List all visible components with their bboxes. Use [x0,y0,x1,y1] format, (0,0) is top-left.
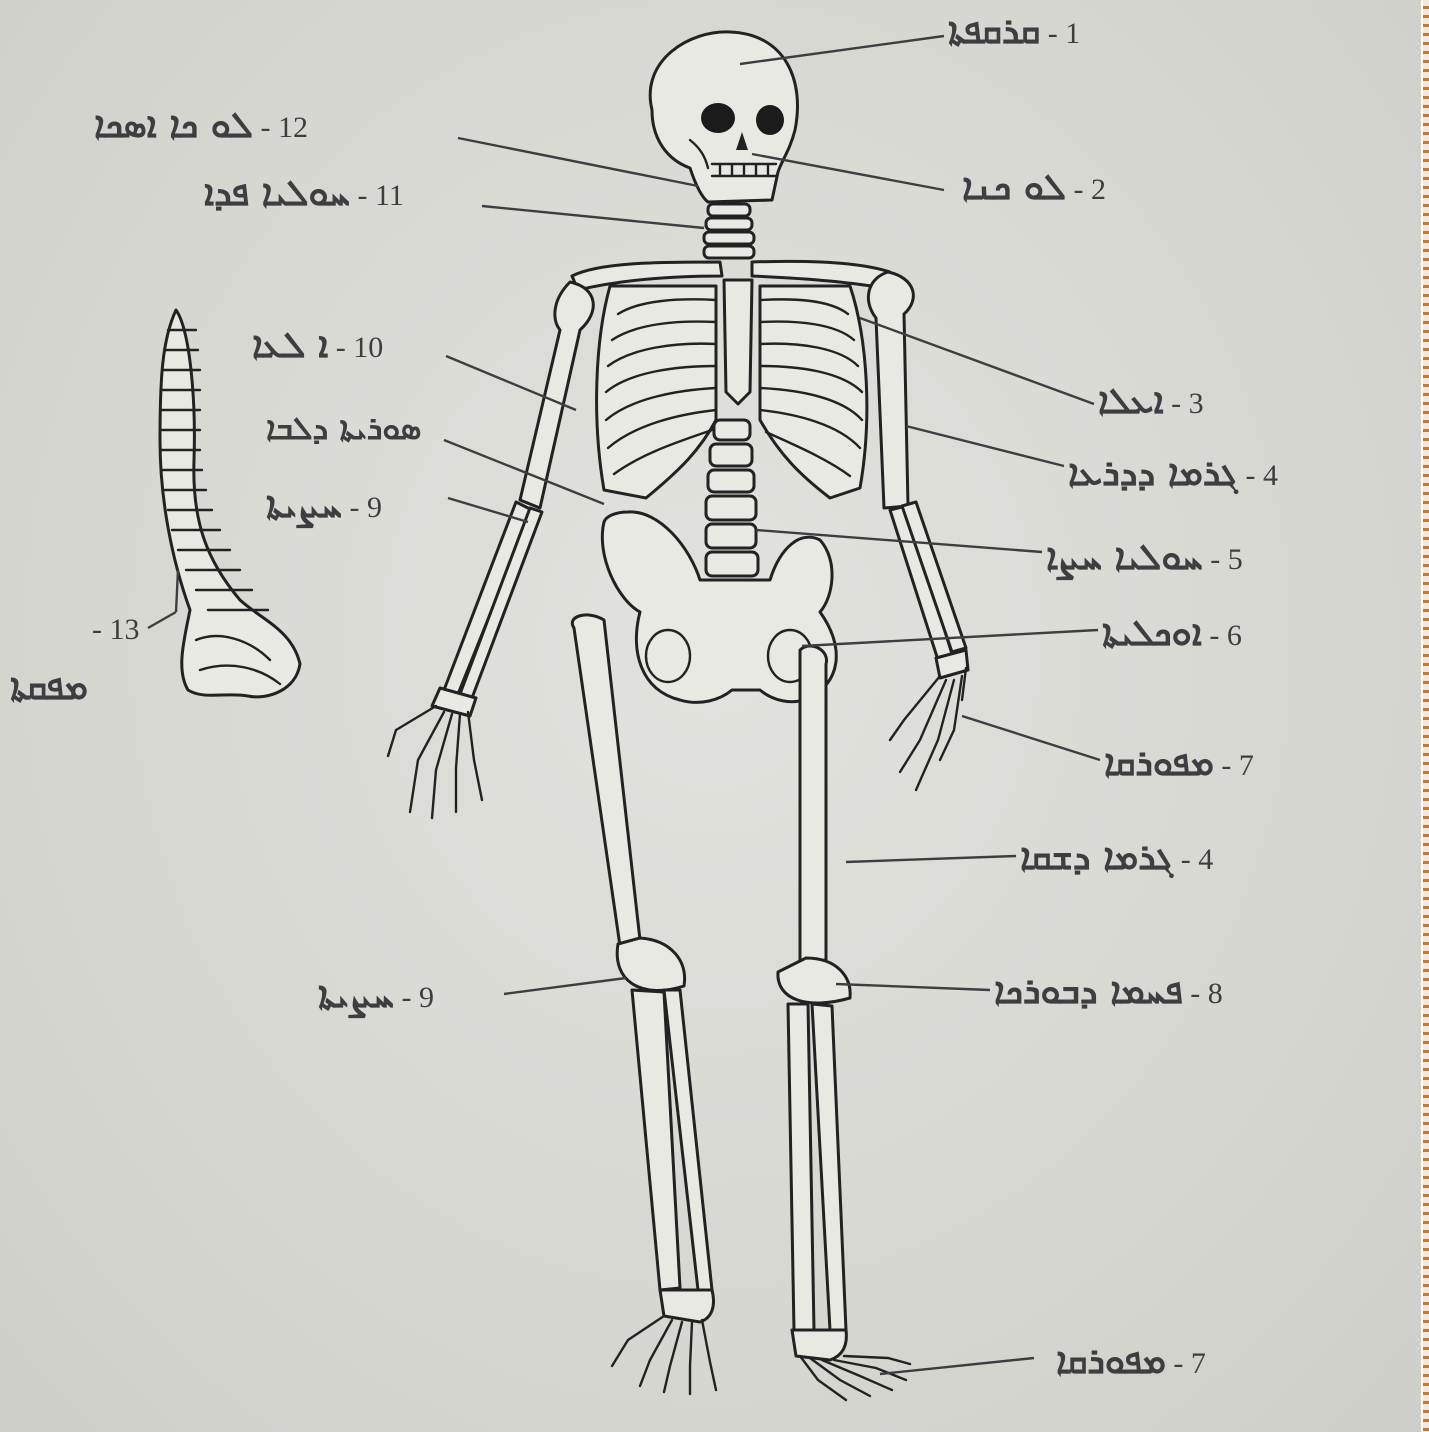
label-9-knee-joint: 9 - ܚܨܝܬܐ [318,978,434,1016]
label-6-pelvis: 6 - ܐܘܟܠܝܬܐ [1102,616,1242,654]
label-12-collarbone: 12 - ܠܘ ܟܐ ܐܣܟܐ [94,108,308,146]
label-3-ribs: 3 - ܐܥܠܐ [1098,384,1204,422]
page-edge-border [1421,0,1429,1432]
label-13-number: 13 - [92,610,140,648]
label-5-vertebrae: 5 - ܚܘܠܝܐ ܚܨܐ [1046,540,1243,578]
label-7-hand: 7 - ܡܦܘܪܩܐ [1104,746,1254,784]
cervical-vertebrae [704,204,754,258]
label-8-knee: 8 - ܦܚܡܐ ܕܒܘܪܟܐ [994,974,1223,1012]
right-arm [868,272,968,790]
left-leg [572,615,716,1394]
label-10-cartilage: 10 - ܐ ܠܥܐ [252,328,383,366]
label-9-elbow-joint: 9 - ܚܨܝܬܐ [266,488,382,526]
label-7-foot: 7 - ܡܦܘܪܩܐ [1056,1344,1206,1382]
label-4-leg-bone: 4 - ܓܪܡܐ ܕܫܩܐ [1020,840,1213,878]
label-13-spine: ܡܦܩܬܐ [10,670,88,706]
lumbar-vertebrae [706,420,758,576]
label-10-subtitle: ܣܘܪܝܬܐ ܕܠܒܐ [266,410,421,446]
skeleton [388,32,968,1400]
label-2-jaw: 2 - ܠܘ ܟܢܐ [962,170,1106,208]
left-arm [388,282,593,818]
label-11-neck-vertebrae: 11 - ܚܘܠܝܐ ܦܕܐ [204,176,404,214]
right-leg [778,646,910,1400]
sternum [724,280,752,404]
skull [650,32,797,202]
label-4-arm-bone: 4 - ܓܪܡܐ ܕܕܪܥܐ [1068,456,1278,494]
label-1-skull: 1 - ܩܪܩܦܬܐ [948,14,1080,52]
